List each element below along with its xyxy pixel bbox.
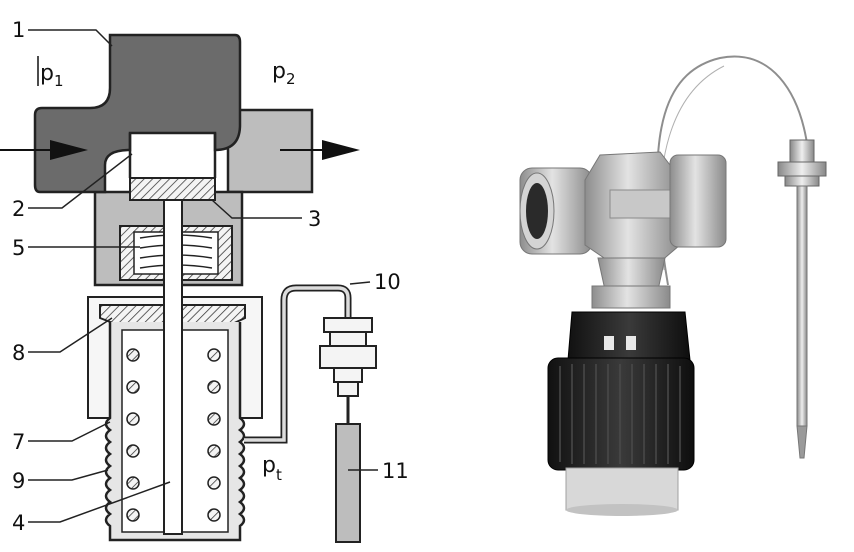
callout-4: 4 xyxy=(12,511,25,535)
callout-5: 5 xyxy=(12,236,25,260)
callout-9: 9 xyxy=(12,469,25,493)
flow-arrow-in xyxy=(0,140,88,160)
valve-stem xyxy=(163,199,183,535)
callout-7: 7 xyxy=(12,430,25,454)
pressure-pt-label: pt xyxy=(262,453,282,484)
temperature-sensor-bulb xyxy=(335,423,361,543)
flow-arrow-out xyxy=(280,140,360,160)
photo-sensor-rod xyxy=(777,139,827,459)
sensor-fitting xyxy=(319,317,377,397)
leader-lines xyxy=(28,29,378,523)
valve-body-inlet xyxy=(33,33,242,194)
photo-actuator-knob xyxy=(547,357,695,471)
photo-inlet-nut xyxy=(519,167,593,255)
callout-10: 10 xyxy=(374,270,401,294)
photo-outlet-nut xyxy=(669,154,727,248)
valve-seat xyxy=(128,133,217,178)
callout-3: 3 xyxy=(308,207,321,231)
callout-11: 11 xyxy=(382,459,409,483)
photo-knob-ribs xyxy=(559,364,681,464)
main-spring xyxy=(126,348,221,522)
callout-8: 8 xyxy=(12,341,25,365)
callout-1: 1 xyxy=(12,18,25,42)
callout-2: 2 xyxy=(12,197,25,221)
photo-hex-collar xyxy=(591,285,671,309)
pressure-p1-label: p1 xyxy=(40,61,64,90)
pressure-p2-label: p2 xyxy=(272,59,296,88)
valve-plug xyxy=(129,177,216,201)
cross-section-diagram: 1 2 3 4 5 7 8 9 10 11 p1 p2 pt xyxy=(0,18,409,543)
photo-actuator-base xyxy=(565,467,679,511)
valve-product-photo xyxy=(519,55,827,516)
